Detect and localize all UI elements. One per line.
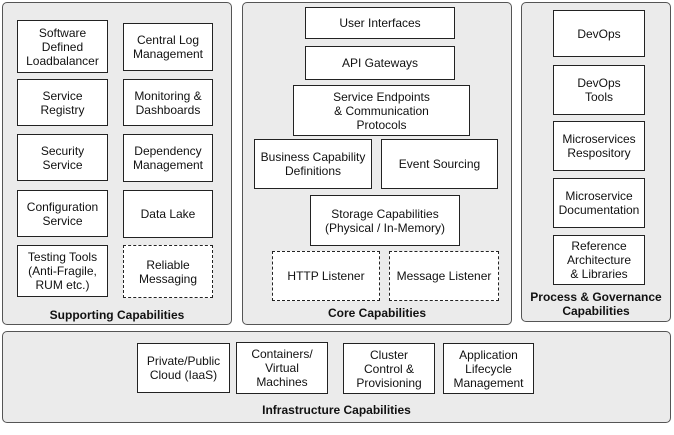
core-capabilities-panel: User Interfaces API Gateways Service End… bbox=[242, 2, 512, 325]
supporting-item-security-service: Security Service bbox=[17, 134, 108, 181]
supporting-item-service-registry: Service Registry bbox=[17, 79, 108, 126]
core-item-storage-capabilities: Storage Capabilities (Physical / In-Memo… bbox=[310, 195, 460, 246]
supporting-item-configuration-service: Configuration Service bbox=[17, 190, 108, 237]
supporting-item-testing-tools: Testing Tools (Anti-Fragile, RUM etc.) bbox=[17, 245, 108, 297]
supporting-item-software-defined-loadbalancer: Software Defined Loadbalancer bbox=[17, 20, 108, 73]
infrastructure-item-cluster-control: Cluster Control & Provisioning bbox=[343, 343, 435, 394]
process-item-microservice-documentation: Microservice Documentation bbox=[553, 178, 645, 228]
core-item-service-endpoints: Service Endpoints & Communication Protoc… bbox=[293, 85, 470, 136]
process-item-devops: DevOps bbox=[553, 10, 645, 57]
core-item-message-listener: Message Listener bbox=[389, 251, 499, 301]
process-governance-panel: DevOps DevOps Tools Microservices Respos… bbox=[521, 2, 671, 322]
infrastructure-panel: Private/Public Cloud (IaaS) Containers/ … bbox=[2, 331, 671, 423]
supporting-item-monitoring-dashboards: Monitoring & Dashboards bbox=[123, 79, 213, 126]
core-item-user-interfaces: User Interfaces bbox=[305, 7, 455, 39]
infrastructure-title: Infrastructure Capabilities bbox=[262, 403, 411, 417]
infrastructure-item-cloud-iaas: Private/Public Cloud (IaaS) bbox=[137, 343, 230, 393]
infrastructure-item-application-lifecycle: Application Lifecycle Management bbox=[443, 343, 534, 394]
process-item-reference-architecture: Reference Architecture & Libraries bbox=[553, 235, 645, 285]
supporting-item-data-lake: Data Lake bbox=[123, 190, 213, 238]
core-item-http-listener: HTTP Listener bbox=[272, 251, 380, 301]
supporting-capabilities-panel: Software Defined Loadbalancer Central Lo… bbox=[2, 2, 232, 325]
supporting-item-dependency-management: Dependency Management bbox=[123, 134, 213, 182]
supporting-capabilities-title: Supporting Capabilities bbox=[49, 308, 185, 322]
process-governance-title: Process & Governance Capabilities bbox=[530, 290, 662, 318]
process-item-microservices-repository: Microservices Respository bbox=[553, 121, 645, 171]
core-item-event-sourcing: Event Sourcing bbox=[381, 139, 498, 189]
supporting-item-reliable-messaging: Reliable Messaging bbox=[123, 245, 213, 298]
core-item-api-gateways: API Gateways bbox=[305, 46, 455, 80]
process-item-devops-tools: DevOps Tools bbox=[553, 65, 645, 115]
supporting-item-central-log-management: Central Log Management bbox=[123, 23, 213, 71]
core-item-business-capability-definitions: Business Capability Definitions bbox=[254, 139, 372, 189]
infrastructure-item-containers-vms: Containers/ Virtual Machines bbox=[236, 342, 328, 394]
core-capabilities-title: Core Capabilities bbox=[327, 306, 427, 320]
